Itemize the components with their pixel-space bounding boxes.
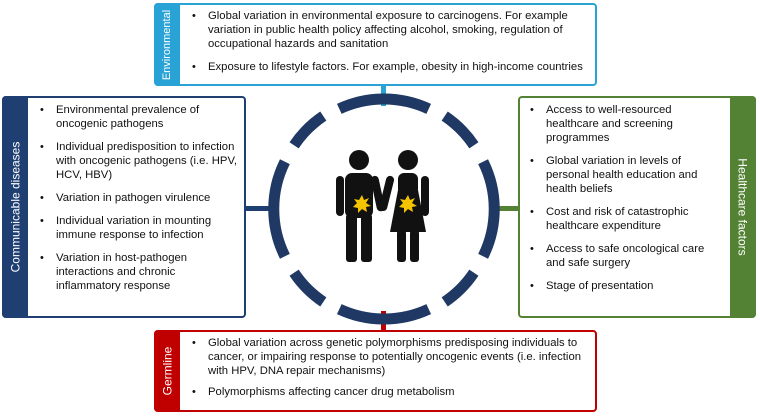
list-item: Environmental prevalence of oncogenic pa… — [36, 103, 242, 131]
ring-arc-bottom-right — [441, 269, 479, 307]
list-item: Stage of presentation — [526, 279, 726, 293]
list-item: Polymorphisms affecting cancer drug meta… — [188, 385, 592, 399]
connector-right — [494, 206, 518, 211]
list-item: Access to well-resourced healthcare and … — [526, 103, 726, 145]
communicable-diseases-tab: Communicable diseases — [2, 96, 28, 318]
list-item: Individual predisposition to infection w… — [36, 140, 242, 182]
list-item: Variation in host-pathogen interactions … — [36, 251, 242, 293]
ring-arc-bottom-left — [289, 269, 327, 307]
list-item: Variation in pathogen virulence — [36, 191, 242, 205]
healthcare-factors-list: Access to well-resourced healthcare and … — [526, 103, 726, 293]
communicable-diseases-title: Communicable diseases — [8, 141, 23, 273]
healthcare-factors-tab: Healthcare factors — [730, 96, 756, 318]
ring-arc-top-left — [289, 111, 327, 149]
germline-list: Global variation across genetic polymorp… — [188, 336, 592, 399]
list-item: Global variation in levels of personal h… — [526, 154, 726, 196]
list-item: Cost and risk of catastrophic healthcare… — [526, 205, 726, 233]
ring-arc-top — [336, 93, 432, 114]
ring-arc-top-right — [441, 111, 479, 149]
healthcare-factors-title: Healthcare factors — [736, 158, 751, 256]
list-item: Individual variation in mounting immune … — [36, 214, 242, 242]
environmental-title: Environmental — [161, 9, 174, 80]
environmental-tab: Environmental — [154, 3, 180, 86]
connector-left — [246, 206, 274, 211]
ring-arc-bottom — [336, 304, 432, 325]
list-item: Access to safe oncological care and safe… — [526, 242, 726, 270]
environmental-list: Global variation in environmental exposu… — [188, 9, 592, 74]
list-item: Global variation in environmental exposu… — [188, 9, 592, 51]
communicable-diseases-list: Environmental prevalence of oncogenic pa… — [36, 103, 242, 293]
ring-arc-left — [268, 159, 290, 259]
burst-icon-male — [353, 195, 371, 213]
germline-tab: Germline — [154, 330, 180, 412]
list-item: Exposure to lifestyle factors. For examp… — [188, 60, 592, 74]
burst-icon-female — [399, 195, 417, 213]
female-figure-icon — [379, 150, 429, 262]
ring-arc-right — [478, 159, 500, 259]
list-item: Global variation across genetic polymorp… — [188, 336, 592, 378]
germline-title: Germline — [160, 346, 174, 396]
